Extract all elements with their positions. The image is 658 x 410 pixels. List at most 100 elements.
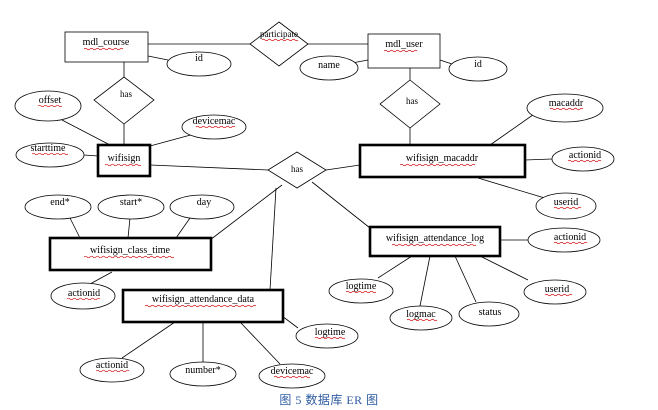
squiggle-mdl-user [383,49,418,53]
line-macaddr-macaddr [489,109,541,146]
entity-wifisign-class-time-box [48,236,213,272]
attribute-log-logmac: logmac [389,305,453,331]
relationship-participate-diamond [249,21,309,67]
line-start-classtime [127,217,131,239]
attribute-user-name-ellipse [299,55,359,81]
entity-wifisign-label: wifisign [108,153,141,164]
entity-wifisign-class-time: wifisign_class_time [48,236,213,272]
squiggle-log-logmac [406,318,438,322]
squiggle-mac-userid [553,206,582,210]
attribute-macaddr-ellipse [526,93,604,123]
entity-wifisign-macaddr-label: wifisign_macaddr [406,153,479,164]
attribute-data-devicemac-ellipse [258,363,326,389]
attribute-log-status: status [458,301,520,327]
line-end-classtime [69,217,81,239]
attribute-starttime-label: starttime [31,143,67,154]
attribute-data-logtime-ellipse [295,323,359,349]
entity-wifisign-macaddr-box [358,143,527,179]
attribute-start-ellipse [97,194,165,220]
line-attdata-logtime [281,315,299,329]
squiggle-log-userid [544,293,573,297]
attribute-user-name: name [299,55,359,81]
entity-wifisign-attendance-log-box [368,225,502,258]
entity-wifisign-macaddr: wifisign_macaddr [358,143,527,179]
attribute-log-actionid-ellipse [527,227,601,253]
relationship-has-user: has [379,79,441,129]
attribute-user-id-label: id [474,59,482,70]
entity-wifisign-box [96,143,152,178]
attribute-day: day [169,194,235,220]
line-macaddr-actionid [524,158,553,161]
attribute-data-logtime-label: logtime [315,327,346,338]
entity-mdl-course-box [64,31,149,63]
squiggle-wifisign [104,163,142,167]
caption-number: 5 [295,393,302,407]
line-attlog-userid [479,255,529,281]
squiggle-data-devicemac [273,375,311,379]
squiggle-class-actionid [66,297,101,301]
entity-wifisign-attendance-log: wifisign_attendance_log [368,225,502,258]
relationship-has-course-diamond [93,76,155,125]
attribute-data-logtime: logtime [295,323,359,349]
attribute-log-userid-label: userid [545,284,569,295]
attribute-course-id-ellipse [166,51,232,77]
line-user-id [439,59,453,65]
attribute-mac-actionid: actionid [551,146,615,172]
attribute-end: end* [24,194,92,220]
relationship-has-user-diamond [379,79,441,129]
attribute-day-ellipse [169,194,235,220]
attribute-log-logtime-label: logtime [346,281,377,292]
relationship-has-center-diamond [267,151,327,189]
attribute-data-number-ellipse [169,361,237,387]
entity-mdl-user-label: mdl_user [385,39,423,50]
squiggle-devicemac [195,125,236,129]
entity-mdl-user-box [367,33,441,69]
attribute-start: start* [97,194,165,220]
attribute-starttime-ellipse [15,142,85,168]
squiggle-starttime [31,152,69,156]
line-has-attdata [269,187,277,291]
line-has-macaddr-center [325,164,361,171]
attribute-user-name-label: name [318,60,340,71]
squiggle-data-actionid [95,369,130,373]
entity-wifisign-attendance-log-label: wifisign_attendance_log [386,233,484,244]
entity-wifisign: wifisign [96,143,152,178]
attribute-end-label: end* [50,197,69,208]
attribute-log-status-label: status [479,307,502,318]
caption-prefix: 图 [279,393,292,407]
relationship-has-center: has [267,151,327,189]
attribute-log-logtime: logtime [328,278,394,304]
squiggle-wifisign-attendance-log [391,243,477,247]
attribute-end-ellipse [24,194,92,220]
attribute-log-userid-ellipse [523,279,587,305]
attribute-course-id: id [166,51,232,77]
squiggle-mac-actionid [567,159,602,163]
attribute-macaddr: macaddr [526,93,604,123]
relationship-has-course-label: has [120,89,132,99]
attribute-data-devicemac: devicemac [258,363,326,389]
line-macaddr-userid [477,177,549,200]
attribute-log-userid: userid [523,279,587,305]
attribute-data-actionid: actionid [79,357,145,383]
entity-mdl-course: mdl_course [64,31,149,63]
line-attdata-actionid [121,321,176,359]
squiggle-log-actionid [553,241,588,245]
line-attlog-status [454,255,477,303]
attribute-class-actionid: actionid [50,282,116,310]
attribute-log-actionid: actionid [527,227,601,253]
attribute-class-actionid-label: actionid [68,288,100,299]
attribute-offset: offset [14,90,82,122]
entity-mdl-user: mdl_user [367,33,441,69]
line-offset-wifisign [61,119,111,146]
attribute-devicemac-label: devicemac [193,116,236,127]
attribute-starttime: starttime [15,142,85,168]
relationship-has-course: has [93,76,155,125]
attribute-log-logtime-ellipse [328,278,394,304]
attribute-mac-userid: userid [535,192,597,220]
attribute-user-id-ellipse [448,56,508,82]
attribute-day-label: day [197,197,211,208]
squiggle-data-logtime [314,336,346,340]
squiggle-wifisign-attendance-data [144,304,257,308]
attribute-log-logmac-label: logmac [406,309,436,320]
